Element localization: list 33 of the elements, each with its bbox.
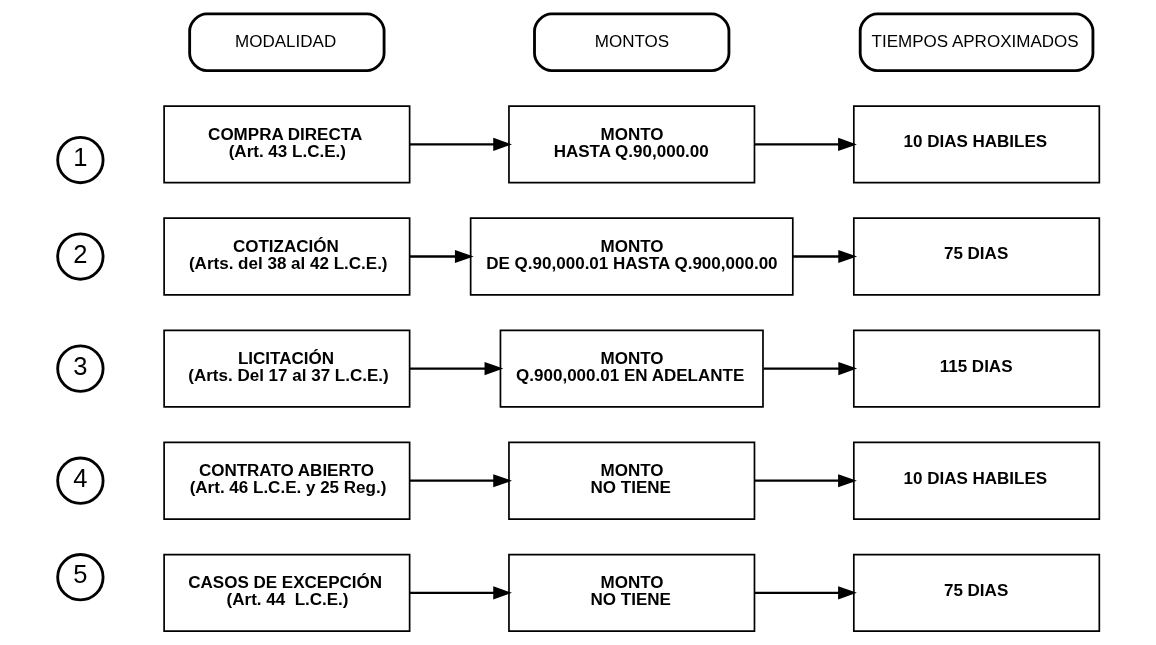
node-box: MONTO Q.900,000.01 EN ADELANTE <box>499 329 764 408</box>
node-box: 75 DIAS <box>852 217 1100 296</box>
node-box: CONTRATO ABIERTO (Art. 46 L.C.E. y 25 Reg.) <box>162 441 410 520</box>
node-box: TIEMPOS APROXIMADOS <box>858 12 1094 72</box>
node-box: MONTO HASTA Q.90,000.00 <box>507 105 755 184</box>
node-box: COTIZACIÓN (Arts. del 38 al 42 L.C.E.) <box>162 217 410 296</box>
node-box: COMPRA DIRECTA (Art. 43 L.C.E.) <box>162 105 410 184</box>
arrow <box>754 586 857 600</box>
arrow <box>754 137 857 151</box>
node-box: MODALIDAD <box>187 12 385 72</box>
arrow <box>409 586 512 600</box>
node-circle: 1 <box>55 135 104 185</box>
arrow <box>754 474 857 488</box>
node-box: 115 DIAS <box>852 329 1100 408</box>
node-circle: 5 <box>55 553 104 602</box>
node-box: MONTO NO TIENE <box>507 441 755 520</box>
arrow <box>409 474 512 488</box>
arrow <box>409 249 474 264</box>
node-box: CASOS DE EXCEPCIÓN (Art. 44 L.C.E.) <box>162 553 410 632</box>
node-box: MONTO NO TIENE <box>507 553 755 632</box>
arrow <box>409 362 503 376</box>
node-circle: 4 <box>55 456 104 505</box>
node-box: LICITACIÓN (Arts. Del 17 al 37 L.C.E.) <box>162 329 410 408</box>
node-box: 10 DIAS HABILES <box>852 105 1100 184</box>
arrow <box>762 362 857 376</box>
node-box: 75 DIAS <box>852 553 1100 632</box>
node-box: MONTOS <box>532 12 730 72</box>
node-circle: 3 <box>55 344 104 393</box>
node-box: 10 DIAS HABILES <box>852 441 1100 520</box>
node-box: MONTO DE Q.90,000.01 HASTA Q.900,000.00 <box>469 217 794 296</box>
arrow <box>409 137 512 151</box>
node-circle: 2 <box>55 232 104 281</box>
arrow <box>792 249 857 264</box>
